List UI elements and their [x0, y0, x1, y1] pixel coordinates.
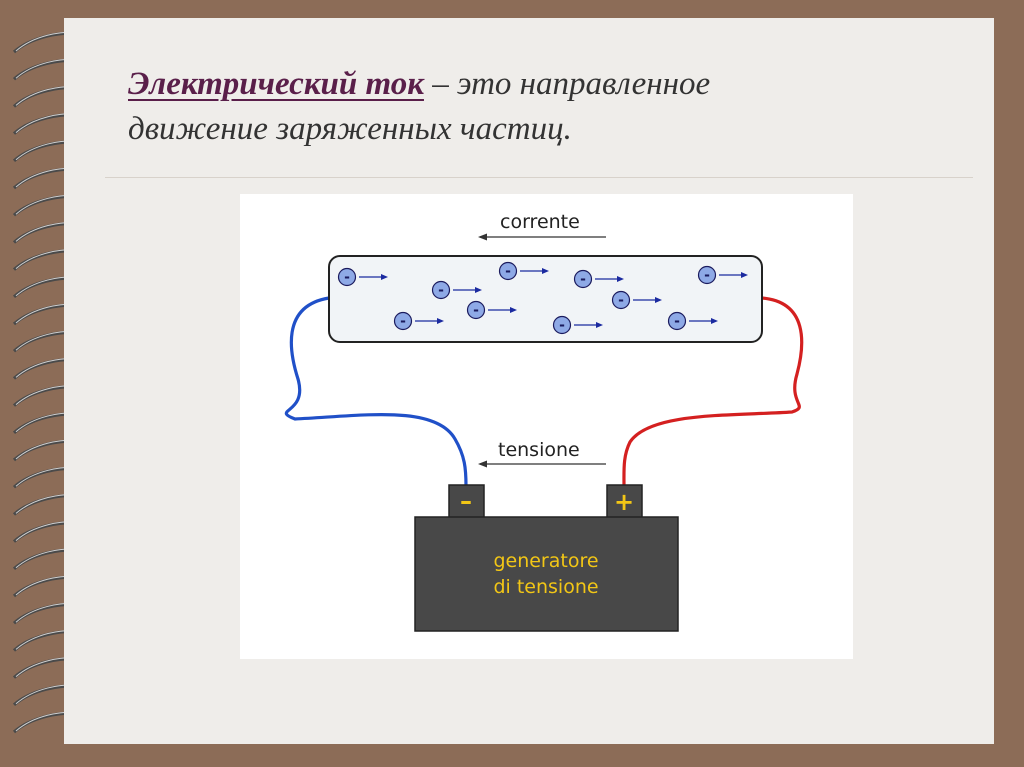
conductor-tube — [328, 255, 763, 343]
electron-icon: - — [697, 265, 748, 285]
arrow-right-icon — [617, 276, 624, 282]
electron-icon: - — [337, 267, 388, 287]
definition-line-2: движение заряженных частиц. — [128, 111, 572, 147]
electron-sign: - — [438, 283, 444, 299]
arrow-right-icon — [475, 287, 482, 293]
negative-wire — [284, 296, 468, 487]
positive-wire — [622, 296, 804, 487]
positive-terminal-sign: + — [614, 488, 634, 516]
arrow-right-icon — [655, 297, 662, 303]
voltage-label: tensione — [498, 439, 580, 461]
electron-icon: - — [611, 290, 662, 310]
arrow-right-icon — [542, 268, 549, 274]
generator-label-line-2: di tensione — [493, 576, 598, 598]
arrow-right-icon — [711, 318, 718, 324]
arrow-left-icon — [478, 233, 487, 241]
electron-icon: - — [573, 269, 624, 289]
definition-line-1: – это направленное — [423, 66, 711, 102]
electron-sign: - — [704, 268, 710, 284]
arrow-right-icon — [741, 272, 748, 278]
electron-icon: - — [498, 261, 549, 281]
circuit-svg: - - - - - - - - - - corrente tensione – + generat… — [284, 211, 804, 632]
divider — [105, 177, 973, 178]
electron-sign: - — [580, 272, 586, 288]
electron-sign: - — [400, 314, 406, 330]
arrow-right-icon — [596, 322, 603, 328]
battery-icon — [414, 484, 679, 632]
electron-icon: - — [431, 280, 482, 300]
arrow-right-icon — [437, 318, 444, 324]
electron-sign: - — [674, 314, 680, 330]
slide-heading: Электрический ток – это направленное дви… — [128, 62, 948, 152]
electron-sign: - — [344, 270, 350, 286]
electron-icon: - — [393, 311, 444, 331]
arrow-right-icon — [510, 307, 517, 313]
electron-icon: - — [466, 300, 517, 320]
electron-sign: - — [473, 303, 479, 319]
electron-sign: - — [618, 293, 624, 309]
generator-label-line-1: generatore — [493, 550, 598, 572]
negative-terminal-sign: – — [460, 487, 472, 515]
circuit-diagram: - - - - - - - - - - corrente tensione – + generat… — [240, 194, 853, 659]
arrow-right-icon — [381, 274, 388, 280]
electron-sign: - — [559, 318, 565, 334]
electron-icon: - — [552, 315, 603, 335]
current-label: corrente — [500, 211, 580, 233]
term-electric-current: Электрический ток — [128, 66, 424, 102]
electron-sign: - — [505, 264, 511, 280]
arrow-left-icon — [478, 460, 487, 468]
electron-icon: - — [667, 311, 718, 331]
